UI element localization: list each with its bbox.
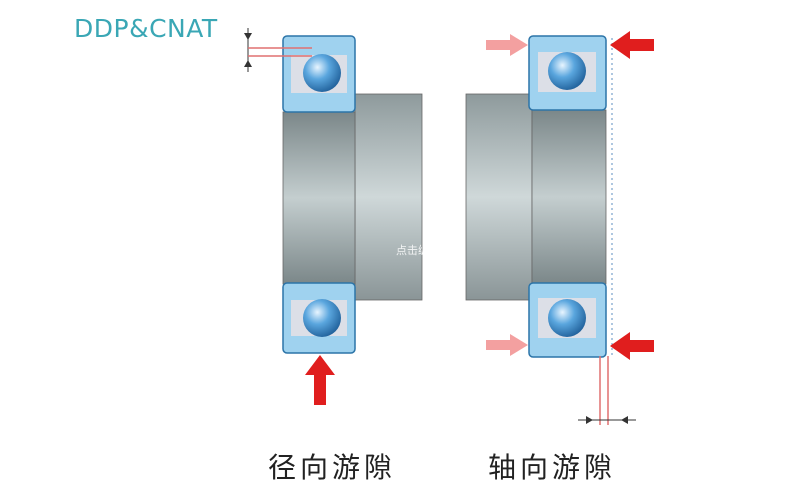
axial-force-arrow-right-top	[610, 31, 654, 59]
shaft	[465, 93, 533, 301]
logo: DDP&CNAT	[74, 14, 218, 43]
bottom-race	[282, 282, 356, 354]
radial-force-arrow	[305, 355, 335, 405]
top-ball	[548, 52, 586, 90]
bottom-race	[528, 282, 607, 358]
top-race	[282, 35, 356, 113]
inner-ring	[531, 109, 607, 285]
top-ball	[303, 54, 341, 92]
inner-ring	[282, 111, 356, 285]
radial-bearing	[244, 28, 423, 405]
axial-force-arrow-left-top	[486, 34, 528, 56]
axial-force-arrow-right-bottom	[610, 332, 654, 360]
bottom-ball	[303, 299, 341, 337]
watermark-text: 点击编辑文字	[396, 244, 462, 257]
axial-force-arrow-left-bottom	[486, 334, 528, 356]
axial-bearing	[465, 31, 654, 425]
top-race	[528, 35, 607, 111]
caption-axial-clearance: 轴向游隙	[488, 451, 617, 484]
shaft	[354, 93, 423, 301]
caption-radial-clearance: 径向游隙	[268, 451, 397, 484]
bottom-ball	[548, 299, 586, 337]
radial-clearance-marker	[244, 28, 312, 72]
axial-clearance-marker	[578, 356, 636, 425]
